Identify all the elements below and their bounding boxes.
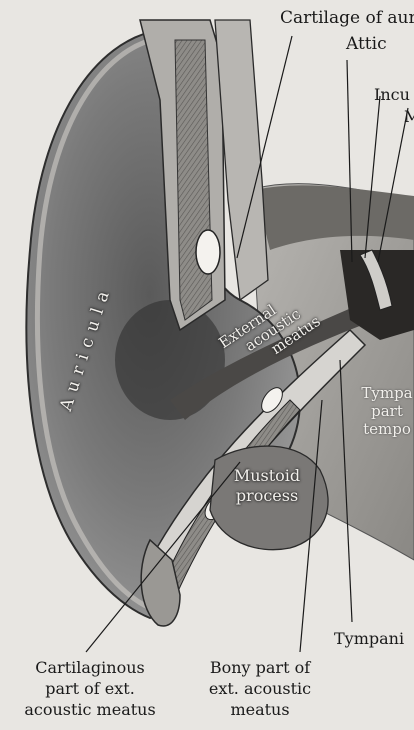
label-cartilage-of-auricula: Cartilage of aur: [280, 8, 414, 29]
label-incus: Incu: [374, 84, 410, 105]
label-tympanic-line3: tempo: [357, 420, 414, 438]
label-bony-part: Bony part of ext. acoustic meatus: [190, 657, 330, 720]
label-mastoid-line2: process: [226, 486, 308, 506]
label-tympanic-line2: part: [357, 402, 414, 420]
label-tympanic-line1: Tympa: [357, 384, 414, 402]
label-cartilaginous-line1: Cartilaginous: [0, 657, 180, 678]
label-cartilaginous-part: Cartilaginous part of ext. acoustic meat…: [0, 657, 180, 720]
cartilage-foramen: [196, 230, 220, 274]
label-attic: Attic: [346, 34, 387, 55]
label-tympanic-membrane: Tympani: [334, 628, 404, 649]
label-bony-line1: Bony part of: [190, 657, 330, 678]
label-bony-line2: ext. acoustic: [190, 678, 330, 699]
label-cartilaginous-line3: acoustic meatus: [0, 699, 180, 720]
label-tympanic-part: Tympa part tempo: [357, 384, 414, 438]
label-malleus: M: [404, 106, 414, 127]
label-cartilaginous-line2: part of ext.: [0, 678, 180, 699]
cartilage-inner: [175, 40, 212, 320]
label-mastoid-line1: Mustoid: [226, 466, 308, 486]
label-mastoid-process: Mustoid process: [226, 466, 308, 506]
label-bony-line3: meatus: [190, 699, 330, 720]
